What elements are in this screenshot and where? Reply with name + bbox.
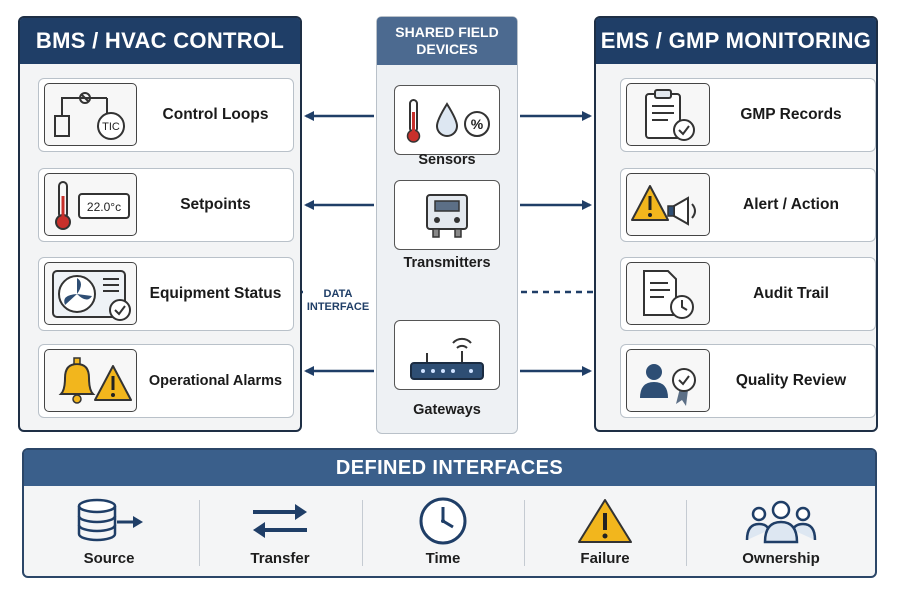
person-badge-icon xyxy=(626,349,710,412)
shared-field-devices-panel: SHARED FIELD DEVICES % Sensors Transmitt… xyxy=(376,16,518,434)
bottom-divider xyxy=(524,500,525,566)
alarm-bell-icon xyxy=(44,349,137,412)
data-interface-label: DATA INTERFACE xyxy=(303,288,373,314)
ems-gmp-title: EMS / GMP MONITORING xyxy=(596,18,876,64)
audit-trail-label: Audit Trail xyxy=(753,285,829,302)
svg-text:TIC: TIC xyxy=(102,121,120,133)
defined-interfaces-title: DEFINED INTERFACES xyxy=(24,450,875,486)
document-clock-icon xyxy=(626,262,710,325)
card-setpoints[interactable]: 22.0°c Setpoints xyxy=(38,168,294,242)
card-control-loops[interactable]: TIC Control Loops xyxy=(38,78,294,152)
quality-review-label: Quality Review xyxy=(735,372,847,389)
source-label: Source xyxy=(83,550,135,567)
failure-label: Failure xyxy=(580,550,630,567)
card-operational-alarms[interactable]: Operational Alarms xyxy=(38,344,294,418)
database-arrow-icon xyxy=(24,496,194,546)
transmitter-icon[interactable] xyxy=(394,180,500,250)
interface-transfer[interactable]: Transfer xyxy=(200,486,360,578)
warning-icon xyxy=(525,496,685,546)
control-loops-label: Control Loops xyxy=(162,106,269,123)
bottom-divider xyxy=(362,500,363,566)
transfer-label: Transfer xyxy=(250,550,310,567)
bottom-divider xyxy=(686,500,687,566)
clock-icon xyxy=(363,496,523,546)
warning-megaphone-icon xyxy=(626,173,710,236)
defined-interfaces-panel: DEFINED INTERFACES Source Transfer xyxy=(22,448,877,578)
ems-gmp-panel: EMS / GMP MONITORING GMP Records xyxy=(594,16,878,432)
thermometer-setpoint-icon: 22.0°c xyxy=(44,173,137,236)
card-alert-action[interactable]: Alert / Action xyxy=(620,168,876,242)
svg-text:%: % xyxy=(471,116,484,132)
interface-failure[interactable]: Failure xyxy=(525,486,685,578)
clipboard-check-icon xyxy=(626,83,710,146)
svg-text:22.0°c: 22.0°c xyxy=(86,200,120,214)
bms-hvac-title: BMS / HVAC CONTROL xyxy=(20,18,300,64)
mid-title-line1: SHARED FIELD xyxy=(395,24,499,40)
transmitters-label: Transmitters xyxy=(403,255,491,271)
interface-time[interactable]: Time xyxy=(363,486,523,578)
mid-title-line2: DEVICES xyxy=(416,41,478,57)
alert-action-label: Alert / Action xyxy=(743,196,839,213)
data-interface-line2: INTERFACE xyxy=(306,301,370,313)
gmp-records-label: GMP Records xyxy=(740,106,842,123)
shared-field-devices-title: SHARED FIELD DEVICES xyxy=(377,17,517,65)
interface-source[interactable]: Source xyxy=(24,486,194,578)
control-loop-icon: TIC xyxy=(44,83,137,146)
card-equipment-status[interactable]: Equipment Status xyxy=(38,257,294,331)
setpoints-label: Setpoints xyxy=(180,196,251,213)
interface-ownership[interactable]: Ownership xyxy=(687,486,875,578)
operational-alarms-label: Operational Alarms xyxy=(148,373,283,389)
people-group-icon xyxy=(687,496,875,546)
gateways-label: Gateways xyxy=(413,402,481,418)
sensors-label: Sensors xyxy=(418,152,476,168)
card-quality-review[interactable]: Quality Review xyxy=(620,344,876,418)
bms-hvac-panel: BMS / HVAC CONTROL TIC Control Loops 22.… xyxy=(18,16,302,432)
equipment-status-label: Equipment Status xyxy=(149,285,282,302)
fan-unit-icon xyxy=(44,262,137,325)
bottom-divider xyxy=(199,500,200,566)
card-gmp-records[interactable]: GMP Records xyxy=(620,78,876,152)
data-interface-line1: DATA xyxy=(323,288,353,300)
gateway-router-icon[interactable] xyxy=(394,320,500,390)
transfer-arrows-icon xyxy=(200,496,360,546)
ownership-label: Ownership xyxy=(742,550,820,567)
sensors-icon[interactable]: % xyxy=(394,85,500,155)
time-label: Time xyxy=(425,550,461,567)
card-audit-trail[interactable]: Audit Trail xyxy=(620,257,876,331)
